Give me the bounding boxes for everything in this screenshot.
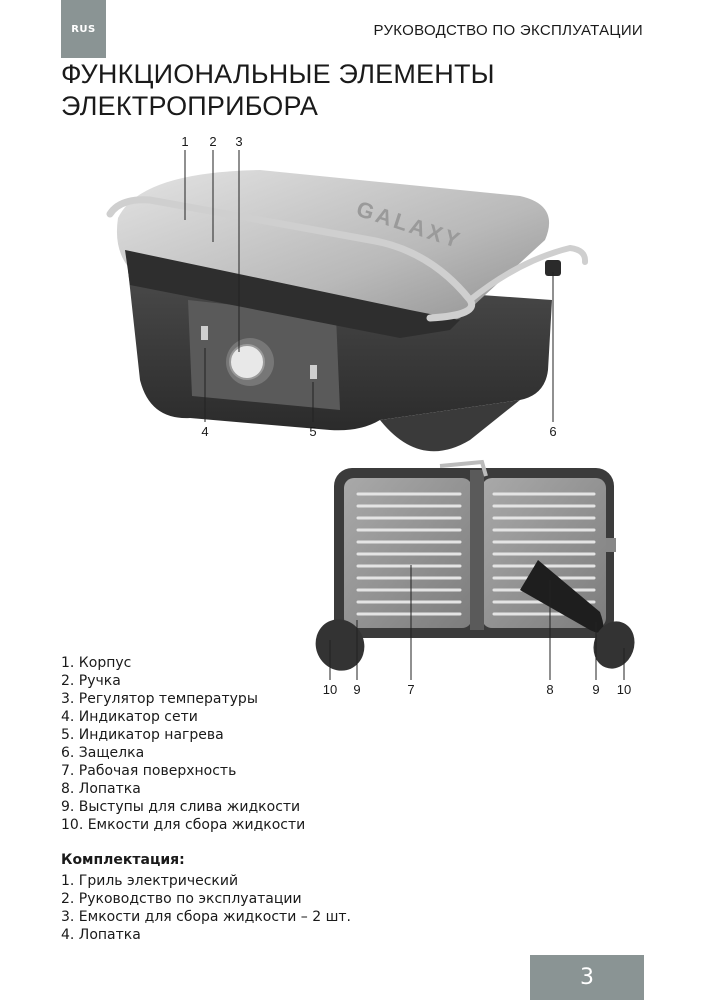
part-item: 4. Индикатор сети bbox=[61, 709, 198, 725]
callout-9-left: 9 bbox=[353, 682, 361, 697]
closed-grill: GALAXY bbox=[106, 150, 589, 452]
part-item: 3. Регулятор температуры bbox=[61, 691, 258, 707]
page-title-line-1: ФУНКЦИОНАЛЬНЫЕ ЭЛЕМЕНТЫ bbox=[61, 59, 495, 89]
kit-item: 4. Лопатка bbox=[61, 927, 141, 943]
language-tab: RUS bbox=[61, 0, 106, 58]
page-title-line-2: ЭЛЕКТРОПРИБОРА bbox=[61, 91, 319, 121]
part-item: 9. Выступы для слива жидкости bbox=[61, 799, 301, 815]
callout-6: 6 bbox=[549, 424, 557, 439]
callout-10-left: 10 bbox=[322, 682, 338, 697]
page-number: 3 bbox=[530, 955, 644, 1000]
part-item: 2. Ручка bbox=[61, 673, 121, 689]
callout-4: 4 bbox=[201, 424, 209, 439]
kit-item: 3. Емкости для сбора жидкости – 2 шт. bbox=[61, 909, 351, 925]
callout-1: 1 bbox=[181, 134, 189, 149]
parts-list: 1. Корпус 2. Ручка 3. Регулятор температ… bbox=[61, 654, 305, 834]
part-item: 1. Корпус bbox=[61, 655, 132, 671]
open-grill bbox=[315, 459, 635, 680]
callout-9-right: 9 bbox=[592, 682, 600, 697]
manual-header-title: РУКОВОДСТВО ПО ЭКСПЛУАТАЦИИ bbox=[373, 22, 643, 39]
part-item: 10. Емкости для сбора жидкости bbox=[61, 817, 306, 833]
part-item: 6. Защелка bbox=[61, 745, 145, 761]
kit-heading: Комплектация: bbox=[61, 852, 185, 868]
callout-2: 2 bbox=[209, 134, 217, 149]
part-item: 8. Лопатка bbox=[61, 781, 141, 797]
callout-8: 8 bbox=[546, 682, 554, 697]
callout-5: 5 bbox=[309, 424, 317, 439]
callout-3: 3 bbox=[235, 134, 243, 149]
page-title: ФУНКЦИОНАЛЬНЫЕ ЭЛЕМЕНТЫ ЭЛЕКТРОПРИБОРА bbox=[61, 58, 495, 122]
callout-10-right: 10 bbox=[616, 682, 632, 697]
part-item: 7. Рабочая поверхность bbox=[61, 763, 237, 779]
kit-item: 1. Гриль электрический bbox=[61, 873, 239, 889]
kit-list: 1. Гриль электрический 2. Руководство по… bbox=[61, 872, 351, 944]
callout-7: 7 bbox=[407, 682, 415, 697]
part-item: 5. Индикатор нагрева bbox=[61, 727, 224, 743]
kit-item: 2. Руководство по эксплуатации bbox=[61, 891, 302, 907]
